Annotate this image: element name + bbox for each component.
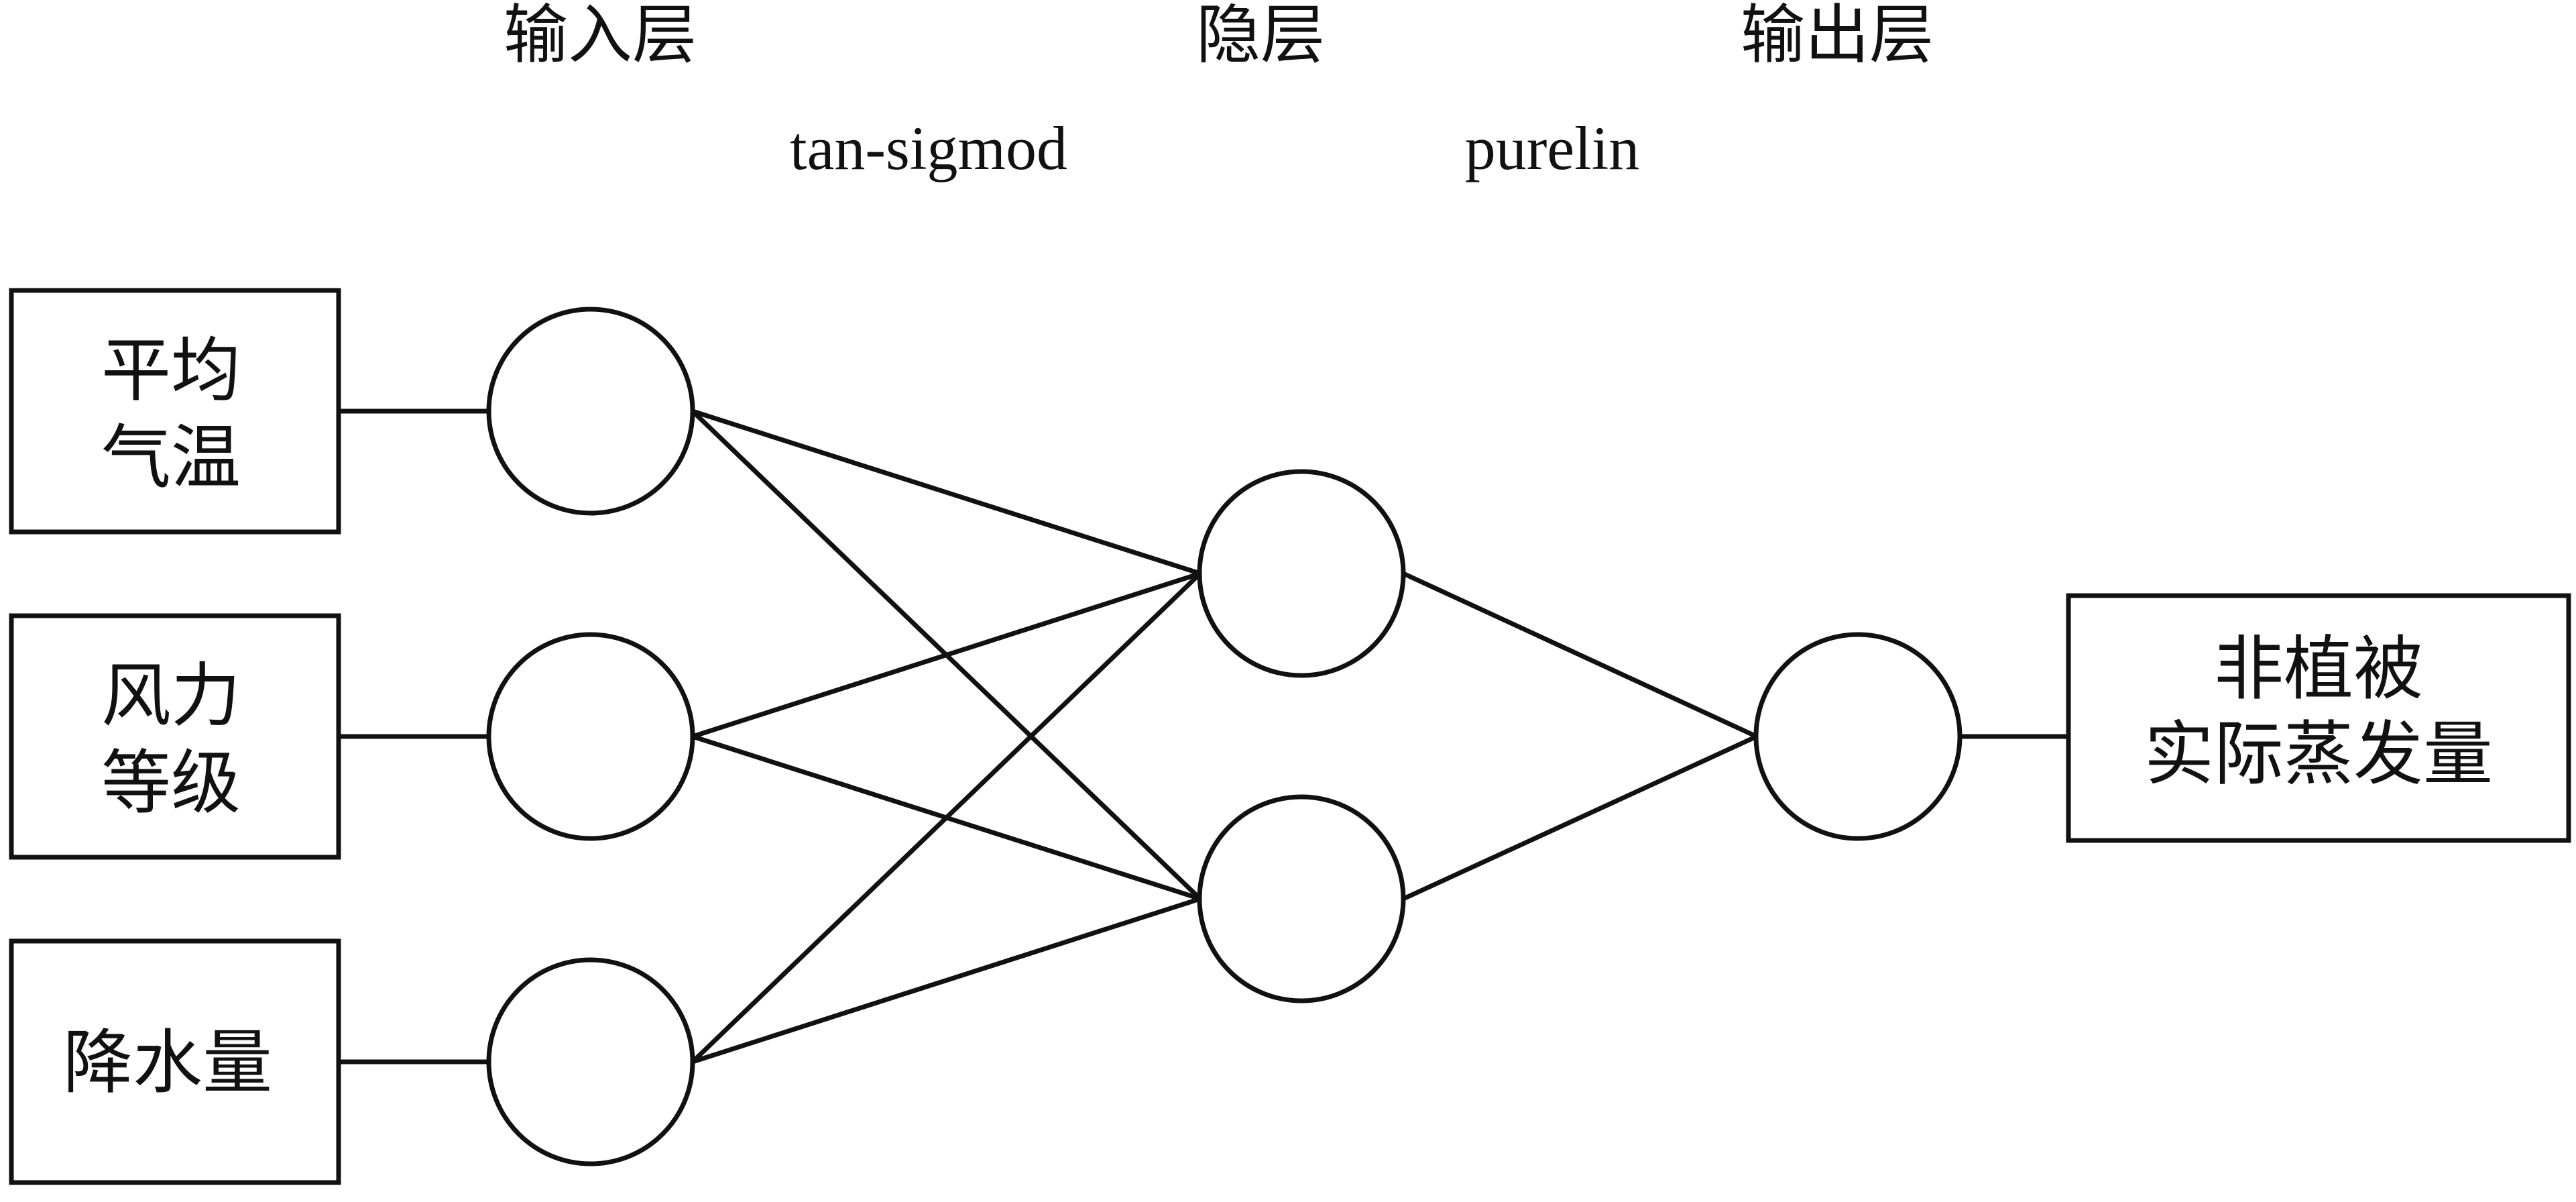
input-box-wind-line2: 等级 <box>101 742 241 824</box>
input-node-1 <box>486 307 695 516</box>
edge-h2-out <box>1402 734 1758 902</box>
edge-in1-h1 <box>691 408 1202 576</box>
output-layer-title: 输出层 <box>1741 0 1934 72</box>
input-box-precipitation: 降水量 <box>9 938 341 1185</box>
input-box-temperature-line1: 平均 <box>101 329 241 411</box>
output-box: 非植被 实际蒸发量 <box>2066 593 2571 843</box>
input-box-wind-line1: 风力 <box>101 655 241 736</box>
input-node-3 <box>486 957 695 1166</box>
output-node <box>1753 632 1963 841</box>
edge-in3-h2 <box>691 896 1202 1064</box>
input-layer-title: 输入层 <box>504 0 697 72</box>
input-node-2 <box>486 632 695 841</box>
input-box-temperature: 平均 气温 <box>9 288 341 535</box>
edge-in3-h1 <box>691 571 1202 1064</box>
hidden-node-2 <box>1197 794 1406 1003</box>
input-box-wind: 风力 等级 <box>9 613 341 860</box>
hidden-node-1 <box>1197 469 1406 678</box>
output-activation-label: purelin <box>1465 114 1640 182</box>
edge-in2-h1 <box>691 571 1202 739</box>
output-box-line1: 非植被 <box>2214 628 2423 710</box>
input-box-precipitation-line1: 降水量 <box>63 1022 272 1103</box>
hidden-layer-title: 隐层 <box>1196 0 1325 72</box>
edge-h1-out <box>1402 571 1758 739</box>
hidden-activation-label: tan-sigmod <box>790 114 1067 182</box>
output-box-line2: 实际蒸发量 <box>2144 713 2493 795</box>
input-box-temperature-line2: 气温 <box>101 417 241 498</box>
